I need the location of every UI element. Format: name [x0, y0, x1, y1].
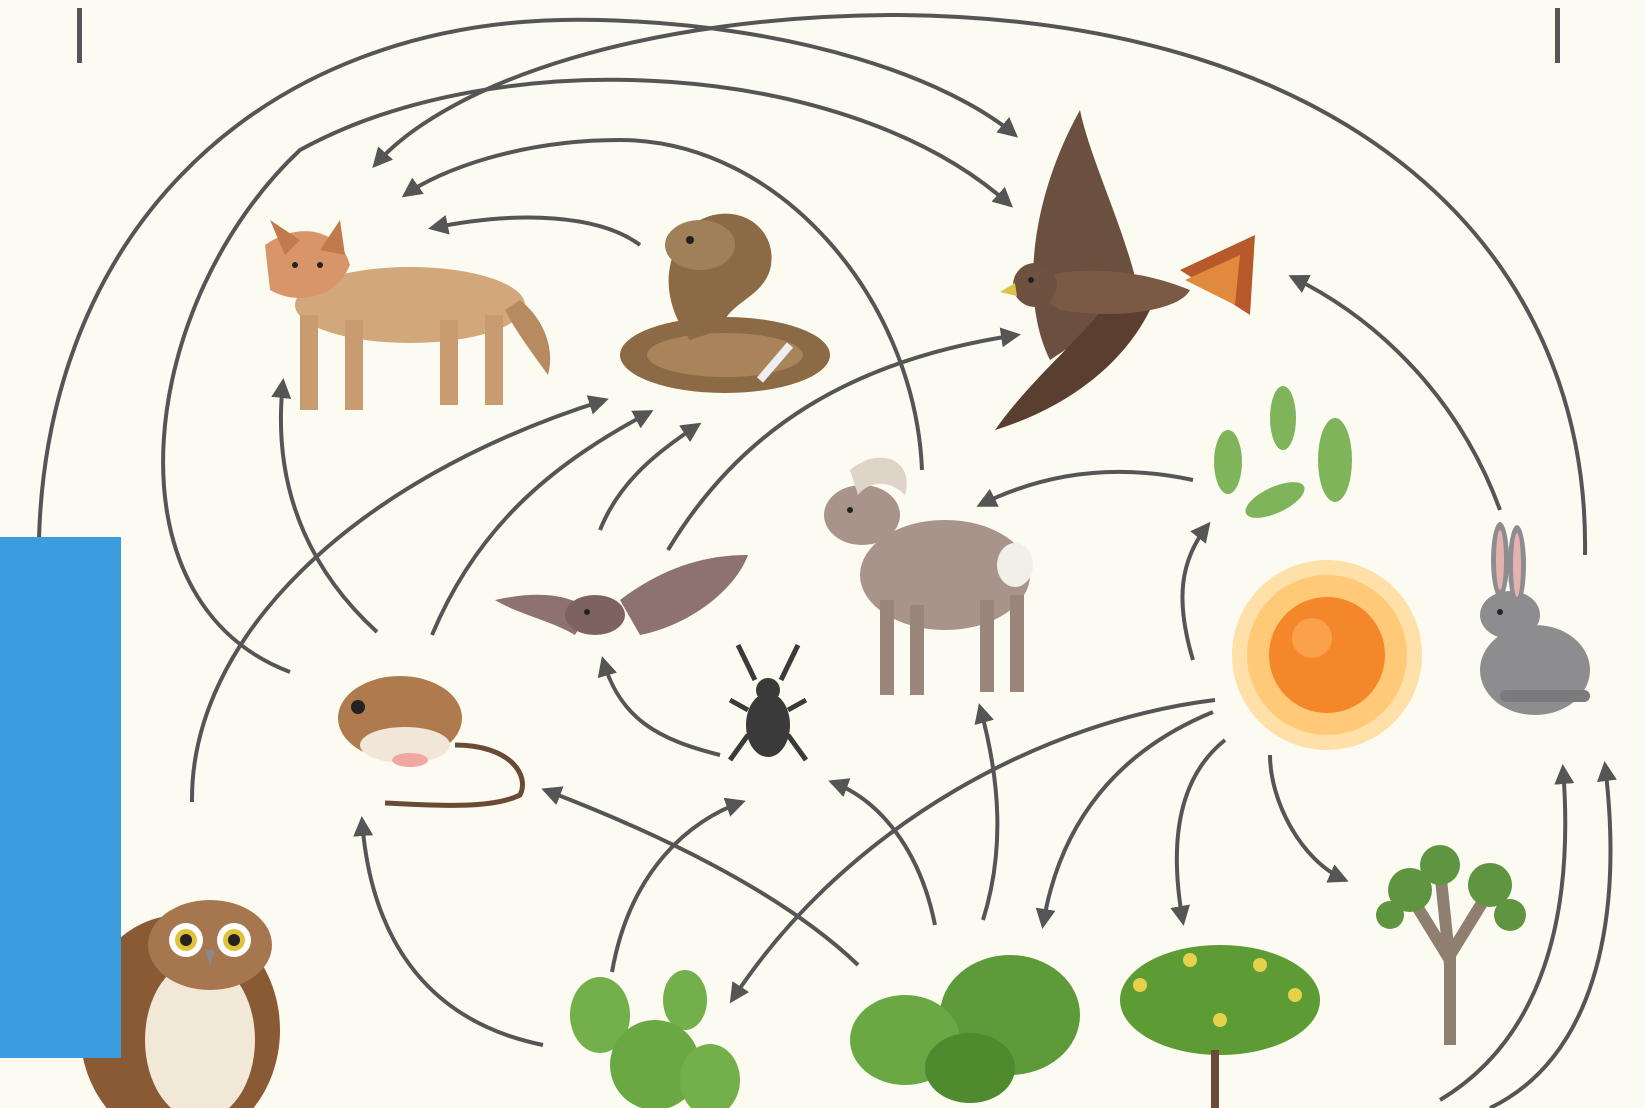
rattlesnake-icon: [620, 214, 830, 393]
arrow: [1182, 525, 1208, 660]
arrow: [603, 660, 720, 755]
arrow: [732, 700, 1215, 1000]
hawk-icon: [995, 110, 1255, 430]
arrow: [545, 790, 858, 965]
arrow: [1177, 740, 1225, 922]
arrow: [832, 782, 935, 925]
arrow: [281, 382, 377, 632]
kangaroo-rat-icon: [338, 676, 522, 805]
arrow: [1270, 755, 1345, 880]
beetle-icon: [730, 645, 806, 760]
creosote-bush-icon: [1120, 945, 1320, 1108]
arrow: [432, 218, 640, 245]
blue-overlay-panel: [0, 537, 121, 1058]
coyote-icon: [265, 220, 550, 410]
joshua-tree-icon: [1376, 845, 1526, 1045]
barrel-cactus-icon: [850, 955, 1080, 1103]
bat-icon: [495, 555, 748, 635]
prickly-pear-icon: [570, 970, 740, 1108]
arrow: [600, 425, 698, 530]
arrow: [1490, 765, 1610, 1108]
arrow: [362, 820, 543, 1045]
arrow: [980, 472, 1193, 505]
cactus-pads-icon: [1214, 386, 1352, 525]
sun-icon: [1232, 560, 1422, 750]
jackrabbit-icon: [1480, 522, 1590, 715]
arrow: [1043, 712, 1213, 925]
arrow: [980, 707, 997, 920]
